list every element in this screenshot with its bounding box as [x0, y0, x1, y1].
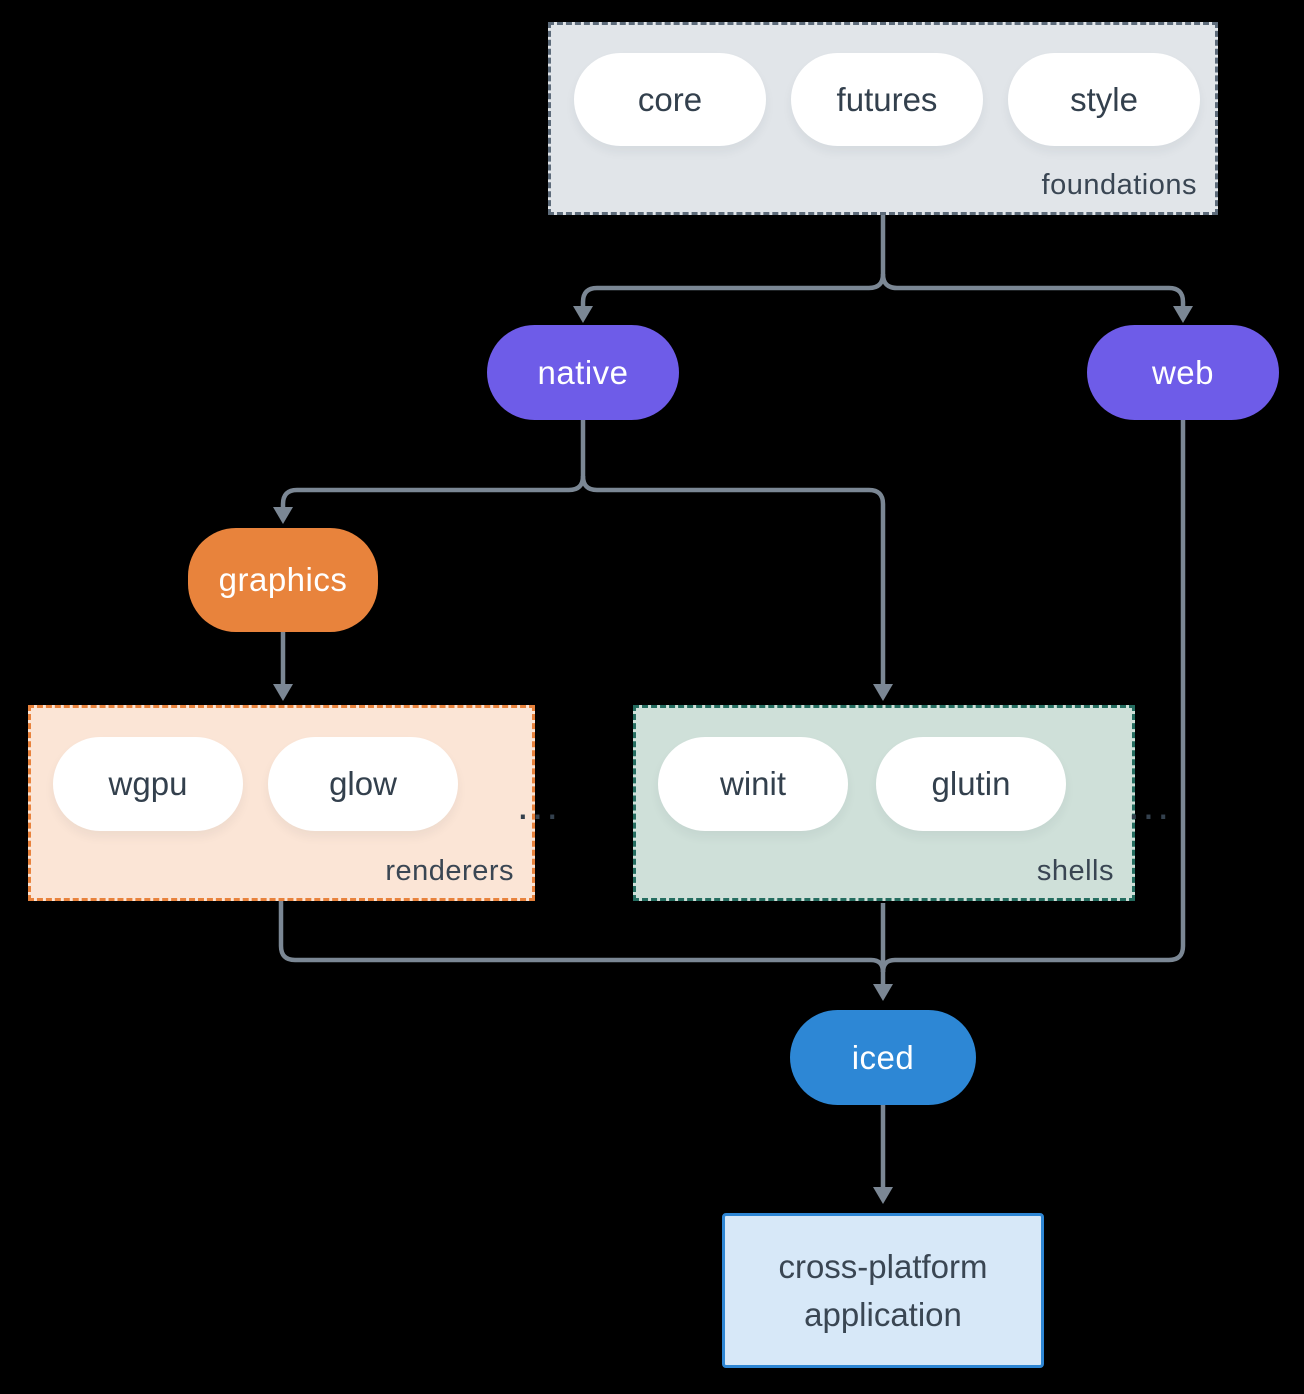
arrowhead-shells [873, 684, 893, 701]
arrowhead-iced [873, 984, 893, 1001]
connector-foundations-native [580, 215, 886, 309]
connector-merge-fillet-right [880, 957, 896, 973]
pill-futures-label: futures [836, 80, 938, 118]
node-iced-label: iced [851, 1038, 915, 1076]
node-graphics-label: graphics [218, 561, 348, 598]
pill-wgpu-label: wgpu [108, 765, 188, 802]
node-application-label: cross-platform application [778, 1247, 988, 1333]
pill-futures: futures [791, 53, 983, 146]
connector-web-merge [895, 420, 1186, 963]
node-web: web [1087, 325, 1279, 420]
arrowhead-graphics [273, 507, 293, 524]
pill-style-label: style [1070, 80, 1138, 118]
pill-core: core [574, 53, 766, 146]
pill-glutin: glutin [876, 737, 1066, 831]
pill-glow-label: glow [329, 765, 397, 802]
pill-style: style [1008, 53, 1200, 146]
connector-foundations-web [880, 273, 1186, 309]
node-web-label: web [1151, 353, 1215, 391]
arrowhead-renderers [273, 684, 293, 701]
node-native: native [487, 325, 679, 420]
pill-winit: winit [658, 737, 848, 831]
renderers-group-label: renderers [385, 855, 514, 887]
node-graphics: graphics [188, 528, 378, 632]
arrowhead-web [1173, 306, 1193, 323]
node-native-label: native [537, 353, 629, 391]
arrowhead-application [873, 1187, 893, 1204]
node-iced: iced [790, 1010, 976, 1105]
arrowhead-native [573, 306, 593, 323]
connector-native-shells [580, 475, 886, 686]
shells-group: winit glutin ... shells [633, 705, 1169, 901]
foundations-group-label: foundations [1041, 169, 1197, 201]
pill-core-label: core [637, 80, 703, 118]
pill-winit-label: winit [719, 765, 787, 802]
node-cross-platform-application: cross-platform application [722, 1213, 1044, 1368]
connector-renderers-merge [278, 901, 871, 963]
pill-glutin-label: glutin [931, 765, 1011, 802]
connector-native-graphics [280, 420, 586, 510]
foundations-group: core futures style foundations [548, 22, 1218, 215]
pill-wgpu: wgpu [53, 737, 243, 831]
shells-ellipsis: ... [1128, 780, 1173, 828]
renderers-group: wgpu glow ... renderers [28, 705, 558, 901]
renderers-ellipsis: ... [517, 780, 562, 828]
pill-glow: glow [268, 737, 458, 831]
shells-group-label: shells [1036, 855, 1114, 887]
